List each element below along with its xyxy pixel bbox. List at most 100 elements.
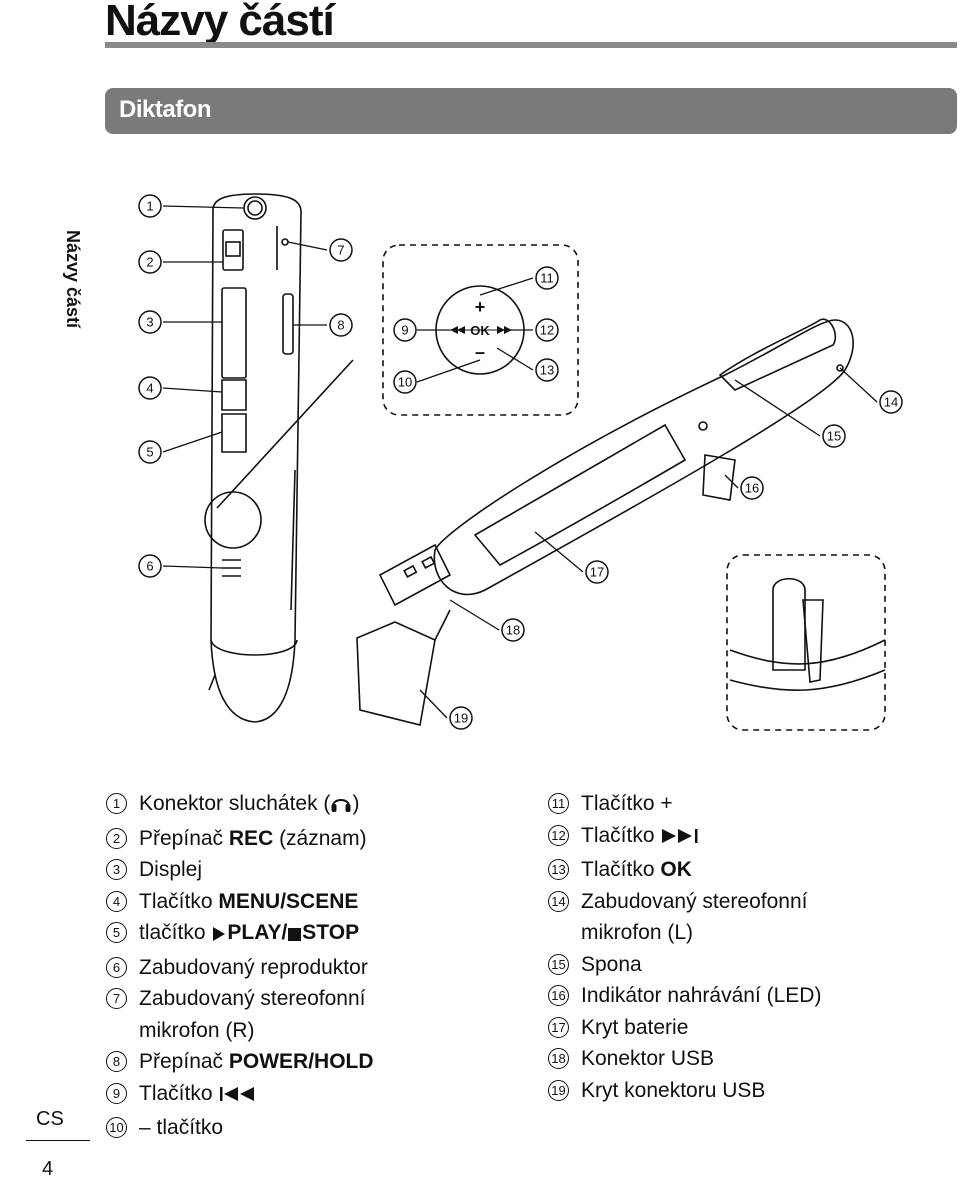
- callout-label-3: 3: [146, 315, 153, 330]
- legend-text: Kryt konektoru USB: [581, 1078, 766, 1102]
- play-stop-button: [221, 413, 247, 453]
- legend-number: 16: [548, 985, 569, 1006]
- callout-circle-5: [138, 440, 162, 464]
- legend-text: Konektor USB: [581, 1047, 715, 1070]
- legend-text: Tlačítko: [139, 1078, 526, 1113]
- legend-text: tlačítko PLAY/STOP: [139, 917, 526, 952]
- legend-text: Indikátor nahrávání (LED): [581, 984, 822, 1007]
- callout-label-11: 11: [540, 271, 554, 286]
- headphone-jack: [247, 200, 263, 216]
- callout-label-10: 10: [398, 375, 412, 390]
- callout-circle-18: [501, 618, 525, 642]
- skip-back-icon: [218, 1081, 258, 1113]
- mic-r: [281, 238, 289, 246]
- callout-circle-1: [138, 194, 162, 218]
- callout-circle-10: [393, 370, 417, 394]
- callout-label-15: 15: [827, 429, 841, 444]
- legend-number: 1: [106, 793, 127, 814]
- callout-circle-9: [393, 318, 417, 342]
- legend-text: Kryt baterie: [581, 1015, 689, 1039]
- callout-label-1: 1: [146, 199, 153, 214]
- menu-button: [221, 379, 247, 411]
- callout-label-2: 2: [146, 255, 153, 270]
- legend-number: 6: [106, 956, 127, 978]
- power-hold-switch: [282, 293, 294, 355]
- legend-number: 2: [106, 827, 127, 849]
- legend-number: 9: [106, 1082, 127, 1104]
- legend-number: 3: [106, 859, 127, 880]
- page-title: Názvy částí: [105, 0, 335, 45]
- legend-number: 18: [548, 1048, 569, 1069]
- callout-label-13: 13: [540, 363, 554, 378]
- clip: [718, 318, 837, 391]
- section-bar: Diktafon: [105, 88, 957, 134]
- callout-label-7: 7: [337, 243, 344, 258]
- legend-number: 14: [548, 890, 569, 912]
- speaker-grille: [222, 559, 241, 577]
- callout-circle-4: [138, 376, 162, 400]
- legend-left: 1 Konektor sluchátek () 2 Přepínač REC (záz…: [106, 788, 526, 1144]
- callout-label-8: 8: [337, 318, 344, 333]
- callout-label-16: 16: [745, 481, 759, 496]
- callout-label-12: 12: [540, 323, 554, 338]
- legend-text: Konektor sluchátek (): [139, 788, 526, 823]
- legend-item: 15 Spona: [548, 949, 948, 981]
- legend-item: 16 Indikátor nahrávání (LED): [548, 980, 948, 1012]
- mic-l: [836, 364, 844, 372]
- callout-circle-19: [449, 706, 473, 730]
- callout-label-14: 14: [884, 395, 898, 410]
- callout-circle-8: [329, 313, 353, 337]
- led-indicator: [702, 454, 736, 501]
- callout-circle-13: [535, 358, 559, 382]
- minus-glyph: –: [475, 342, 485, 362]
- legend-item: 10– tlačítko: [106, 1112, 526, 1144]
- usb-cap: [356, 621, 436, 726]
- legend-number: 8: [106, 1051, 127, 1072]
- legend-number: 11: [548, 793, 569, 814]
- ok-glyph: OK: [470, 323, 490, 338]
- title-rule: [105, 42, 957, 48]
- zoom-frame-controls: [382, 244, 579, 416]
- callout-circle-17: [585, 560, 609, 584]
- legend-item: 9 Tlačítko: [106, 1078, 526, 1113]
- callout-label-5: 5: [146, 445, 153, 460]
- callout-label-4: 4: [146, 381, 153, 396]
- callout-circle-14: [879, 390, 903, 414]
- legend-text: Spona: [581, 952, 642, 976]
- legend-item: 18 Konektor USB: [548, 1043, 948, 1075]
- recorder-front-view: [204, 193, 302, 723]
- callout-circle-16: [740, 476, 764, 500]
- legend-text: Přepínač REC (záznam): [139, 826, 367, 850]
- recorder-back-view: [356, 318, 854, 726]
- device-diagram: + OK –: [138, 193, 903, 731]
- callout-circle-12: [535, 318, 559, 342]
- control-pad: [204, 491, 262, 549]
- legend-number: 15: [548, 953, 569, 975]
- legend-item: 13 Tlačítko OK: [548, 854, 948, 886]
- side-tab-label: Názvy částí: [63, 230, 83, 329]
- callout-circle-7: [329, 238, 353, 262]
- section-title: Diktafon: [119, 96, 212, 123]
- legend-text: Tlačítko +: [581, 792, 673, 815]
- legend-number: 13: [548, 859, 569, 880]
- legend-text: Tlačítko OK: [581, 858, 692, 881]
- legend-item: 11 Tlačítko +: [548, 788, 948, 820]
- legend-number: 12: [548, 824, 569, 846]
- legend-item: 2 Přepínač REC (záznam): [106, 823, 526, 855]
- stop-icon: [287, 920, 302, 952]
- rec-switch: [222, 229, 244, 271]
